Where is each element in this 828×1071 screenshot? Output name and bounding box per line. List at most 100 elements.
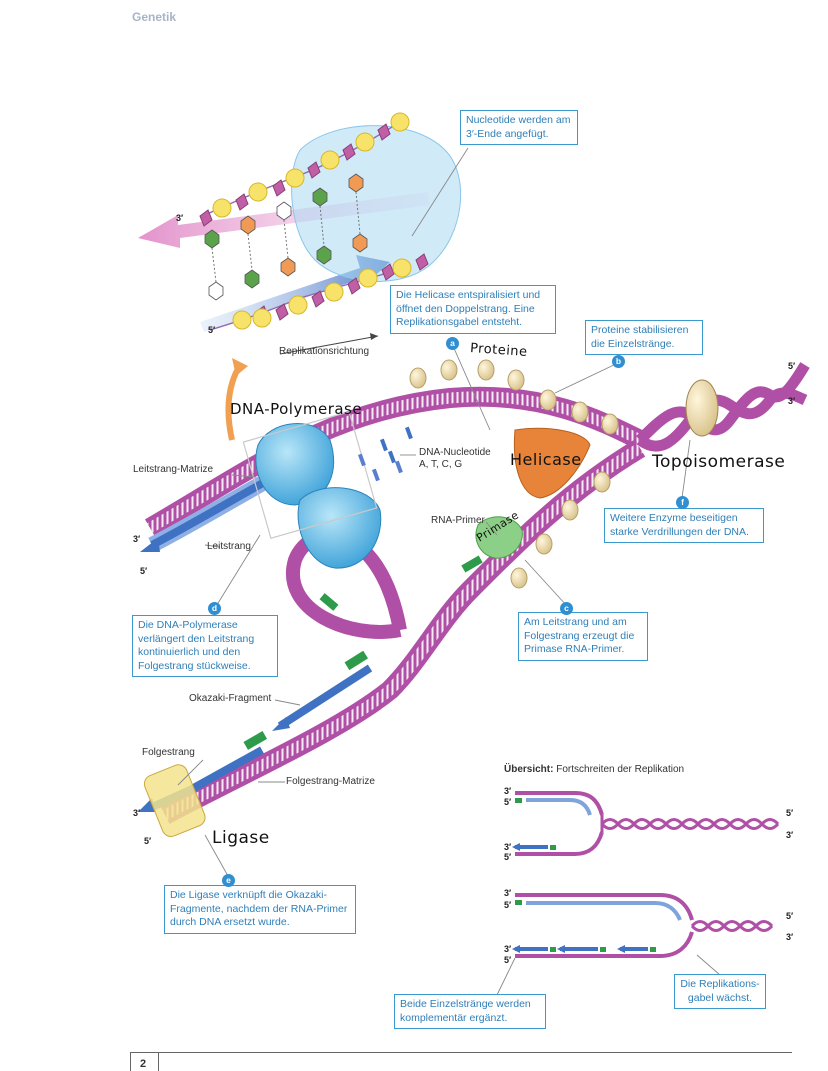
badge-d: d — [208, 602, 221, 615]
base-bottom — [244, 269, 260, 289]
main-end-3-top: 3′ — [133, 534, 141, 544]
ov1-end-5b: 5′ — [504, 852, 512, 862]
ov2-strand-bottom — [515, 931, 694, 958]
primer-green-2 — [243, 731, 268, 750]
main-end-5-top: 5′ — [140, 566, 148, 576]
ssb-protein — [539, 389, 557, 411]
helix-end-3: 3′ — [788, 396, 796, 406]
sugar-top — [377, 123, 391, 141]
phosphate-top — [248, 182, 268, 202]
base-bottom — [208, 281, 224, 301]
overview-note-right: Die Replikations-gabel wächst. — [674, 974, 766, 1009]
polymerase-upper — [255, 423, 335, 506]
label-leitstrang-matrize: Leitstrang-Matrize — [133, 464, 214, 475]
free-nucleotide — [380, 438, 388, 452]
okazaki-fragment-1 — [277, 664, 373, 730]
sugar-bottom — [415, 253, 429, 271]
ov2-end-3b: 3′ — [504, 944, 512, 954]
callout-b: Proteine stabilisieren die Einzelstränge… — [585, 320, 703, 355]
base-bottom — [316, 245, 332, 265]
callout-e: Die Ligase verknüpft die Okazaki-Fragmen… — [164, 885, 356, 934]
ligase-shape — [143, 764, 206, 837]
phosphate-bottom — [324, 282, 344, 302]
free-nucleotide — [394, 460, 403, 474]
free-nucleotide — [372, 468, 380, 482]
label-leitstrang: Leitstrang — [207, 541, 251, 552]
label-dna-nucleotide: DNA-Nucleotide — [419, 447, 491, 458]
badge-f: f — [676, 496, 689, 509]
ssb-protein — [535, 533, 553, 555]
phosphate-top — [390, 112, 410, 132]
ov1-end-5a: 5′ — [504, 797, 512, 807]
badge-b: b — [612, 355, 625, 368]
label-okazaki: Okazaki-Fragment — [189, 693, 272, 704]
badge-e: e — [222, 874, 235, 887]
base-pair-bond — [247, 233, 253, 271]
helix-end-5: 5′ — [788, 361, 796, 371]
ov2-helix — [690, 920, 774, 932]
callout-f: Weitere Enzyme beseitigen starke Verdril… — [604, 508, 764, 543]
hw-dna-polymerase: DNA-Polymerase — [230, 400, 363, 418]
ov2-end-5a: 5′ — [504, 900, 512, 910]
phosphate-bottom — [288, 295, 308, 315]
overview-note-left: Beide Einzelstränge werden komplementär … — [394, 994, 546, 1029]
ssb-protein — [477, 359, 495, 381]
sugar-top — [272, 179, 286, 197]
badge-c: c — [560, 602, 573, 615]
free-nucleotide — [387, 450, 396, 464]
phosphate-top — [285, 168, 305, 188]
phosphate-bottom — [252, 308, 272, 328]
okazaki-fragment-2 — [188, 746, 264, 794]
sugar-bottom — [347, 277, 361, 295]
ov2-end-3a: 3′ — [504, 888, 512, 898]
base-pair-bond — [355, 191, 361, 235]
callout-c: Am Leitstrang und am Folgestrang erzeugt… — [518, 612, 648, 661]
phosphate-top — [212, 198, 232, 218]
overview-diagram-1 — [512, 791, 780, 856]
polymerase-lower — [297, 487, 382, 569]
hw-ligase: Ligase — [212, 828, 270, 848]
inset-end-5: 5′ — [208, 325, 216, 335]
phosphate-bottom — [232, 310, 252, 330]
main-end-3-bottom: 3′ — [133, 808, 141, 818]
ov2-strand-top — [515, 893, 694, 921]
base-bottom — [280, 257, 296, 277]
base-pair-bond — [211, 247, 217, 283]
replication-direction-label: Replikationsrichtung — [279, 346, 370, 357]
ov1-end-3a: 3′ — [504, 786, 512, 796]
inset-end-3: 3′ — [176, 213, 184, 223]
ov1-strand-top — [515, 791, 604, 816]
free-nucleotides — [358, 426, 413, 482]
ov1-new-top — [526, 798, 592, 816]
ssb-protein — [507, 369, 525, 391]
ssb-protein — [409, 367, 427, 389]
hw-helicase: Helicase — [510, 450, 582, 469]
ov2-end-5b: 5′ — [504, 955, 512, 965]
ssb-protein — [440, 359, 458, 381]
sugar-top — [235, 193, 249, 211]
base-bottom — [352, 233, 368, 253]
ssb-protein — [510, 567, 528, 589]
ssb-protein — [561, 499, 579, 521]
primase-shape — [475, 516, 523, 559]
base-pair-bond — [319, 205, 325, 247]
ov1-strand-bottom — [515, 831, 604, 856]
free-nucleotide — [358, 453, 366, 467]
ssb-protein — [593, 471, 611, 493]
ov2-end-5r: 5′ — [786, 911, 794, 921]
overview-diagram-2 — [496, 893, 774, 996]
primer-green-primase — [461, 555, 483, 573]
page-number: 2 — [140, 1058, 147, 1070]
sugar-bottom — [311, 290, 325, 308]
helix-strand-b — [600, 818, 780, 830]
footer-tick-right — [158, 1052, 159, 1071]
inset-replication-detail — [138, 112, 462, 355]
ov1-end-5r: 5′ — [786, 808, 794, 818]
label-folgestrang-matrize: Folgestrang-Matrize — [286, 776, 375, 787]
chapter-header: Genetik — [132, 10, 177, 24]
label-bases: A, T, C, G — [419, 459, 463, 470]
callout-a: Die Helicase entspiralisiert und öffnet … — [390, 285, 556, 334]
leader-lines — [177, 147, 691, 877]
ov1-helix — [600, 818, 780, 830]
